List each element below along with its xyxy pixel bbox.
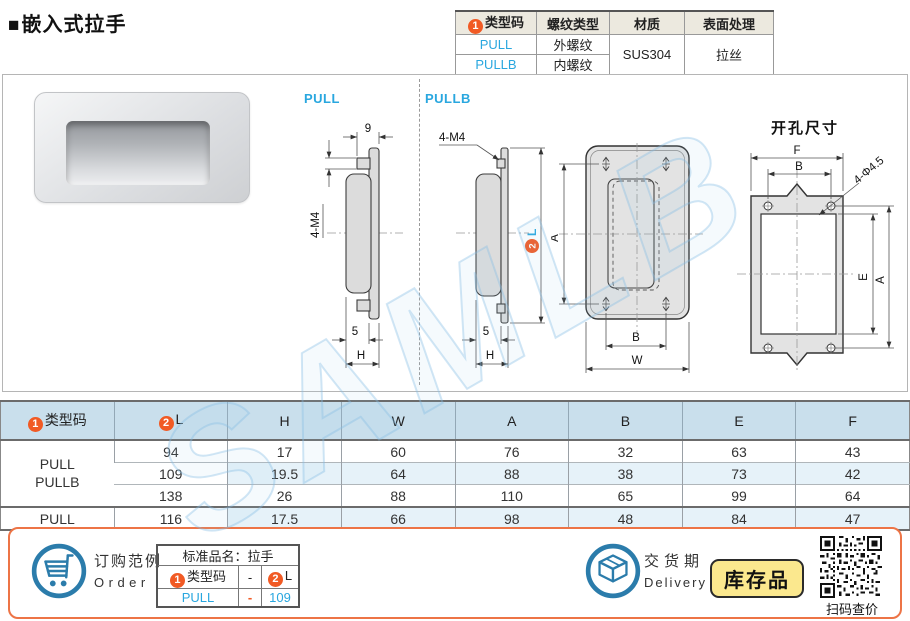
cutout-title: 开孔尺寸: [771, 120, 840, 137]
pull-body-shape: [345, 173, 372, 294]
delivery-box-icon: [585, 543, 641, 599]
stock-item-button[interactable]: 库存品: [710, 559, 804, 598]
col-header-H: H: [227, 401, 342, 441]
pull-stud-bottom: [356, 299, 371, 312]
pullb-flange-shape: [500, 147, 509, 324]
page-title-text: 嵌入式拉手: [21, 14, 127, 36]
pullb-thread-top: [496, 158, 506, 169]
svg-text:2: 2: [528, 243, 539, 248]
qr-caption: 扫码查价: [825, 602, 878, 617]
col-header-B: B: [568, 401, 683, 441]
badge-2-icon: 2: [267, 571, 283, 587]
section-divider: [419, 79, 420, 385]
order-table-title: 标准品名：拉手: [156, 544, 300, 566]
pullb-side-view-drawing: 4-M4 2 L 5 H: [439, 132, 545, 368]
dim-5: 5: [483, 326, 489, 338]
dim-H: H: [357, 350, 365, 362]
dim-4m4: 4-M4: [439, 132, 466, 144]
pull-side-view-drawing: 9 4-M4 5 H: [310, 123, 403, 368]
dim-F: F: [793, 145, 800, 157]
table-row: 138 26 88 110 65 99 64: [1, 484, 910, 507]
pullb-drawing-label: PULLB: [425, 91, 471, 106]
spec-thread-int: 内螺纹: [536, 54, 610, 76]
pullb-body-shape: [475, 173, 502, 297]
dim-W: W: [632, 355, 643, 367]
pullb-thread-bottom: [496, 303, 506, 314]
dim-A: A: [875, 276, 887, 284]
badge-2-icon: [525, 239, 539, 253]
dim-holes: 4-Φ4.5: [852, 155, 887, 187]
product-photo: [34, 92, 250, 203]
title-bullet-icon: ■: [8, 15, 21, 36]
dim-9: 9: [365, 123, 371, 135]
badge-1-icon: 1: [27, 416, 43, 432]
dim-E: E: [858, 273, 870, 281]
col-header-W: W: [340, 401, 455, 441]
spec-thread-ext: 外螺纹: [536, 34, 610, 55]
dim-4m4: 4-M4: [310, 211, 322, 238]
col-header-F: F: [795, 401, 910, 441]
dim-B: B: [632, 332, 640, 344]
qr-code[interactable]: [820, 536, 882, 598]
cart-icon: [31, 543, 87, 599]
order-example-code: PULL: [156, 588, 239, 608]
front-view-drawing: A B W: [551, 143, 703, 373]
table-row: PULL 116 17.5 66 98 48 84 47: [0, 506, 910, 530]
dim-B: B: [795, 161, 803, 173]
delivery-label: 交货期 Delivery: [644, 553, 707, 590]
pull-drawing-label: PULL: [304, 91, 340, 106]
front-recess-shape: [607, 178, 655, 289]
handle-recess: [66, 121, 210, 185]
col-header-A: A: [454, 401, 569, 441]
dim-L-label: 2 L: [525, 229, 539, 253]
spec-finish-value: 拉丝: [684, 34, 774, 76]
spec-header-thread: 螺纹类型: [536, 10, 610, 35]
dim-5: 5: [352, 326, 358, 338]
dim-A: A: [551, 234, 561, 242]
cutout-drawing: F B 4-Φ4.5 E A: [737, 145, 894, 373]
badge-1-icon: 1: [467, 19, 483, 34]
pull-stud-top: [356, 157, 371, 170]
page-title: ■嵌入式拉手: [8, 8, 126, 37]
type-code-pull: PULL: [0, 506, 115, 530]
spec-row: PULL 外螺纹 SUS304 拉丝: [455, 34, 774, 76]
spec-header-finish: 表面处理: [684, 10, 774, 35]
order-example-L: 109: [261, 588, 300, 608]
dim-L: L: [525, 229, 539, 236]
badge-2-icon: 2: [158, 415, 174, 431]
order-example-label: 订购范例 Order: [94, 553, 163, 590]
col-header-E: E: [681, 401, 796, 441]
spec-code-pull: PULL: [455, 34, 537, 55]
drawing-panel: PULL 9 4-M4 5 H: [2, 74, 908, 392]
spec-code-pullb: PULLB: [455, 54, 537, 76]
front-outer-shape: [585, 145, 690, 320]
spec-material-value: SUS304: [609, 34, 685, 76]
badge-1-icon: 1: [169, 573, 185, 588]
table-row: 109 19.5 64 88 38 73 42: [1, 462, 910, 485]
spec-header-material: 材质: [609, 10, 685, 35]
dim-H: H: [486, 350, 494, 362]
